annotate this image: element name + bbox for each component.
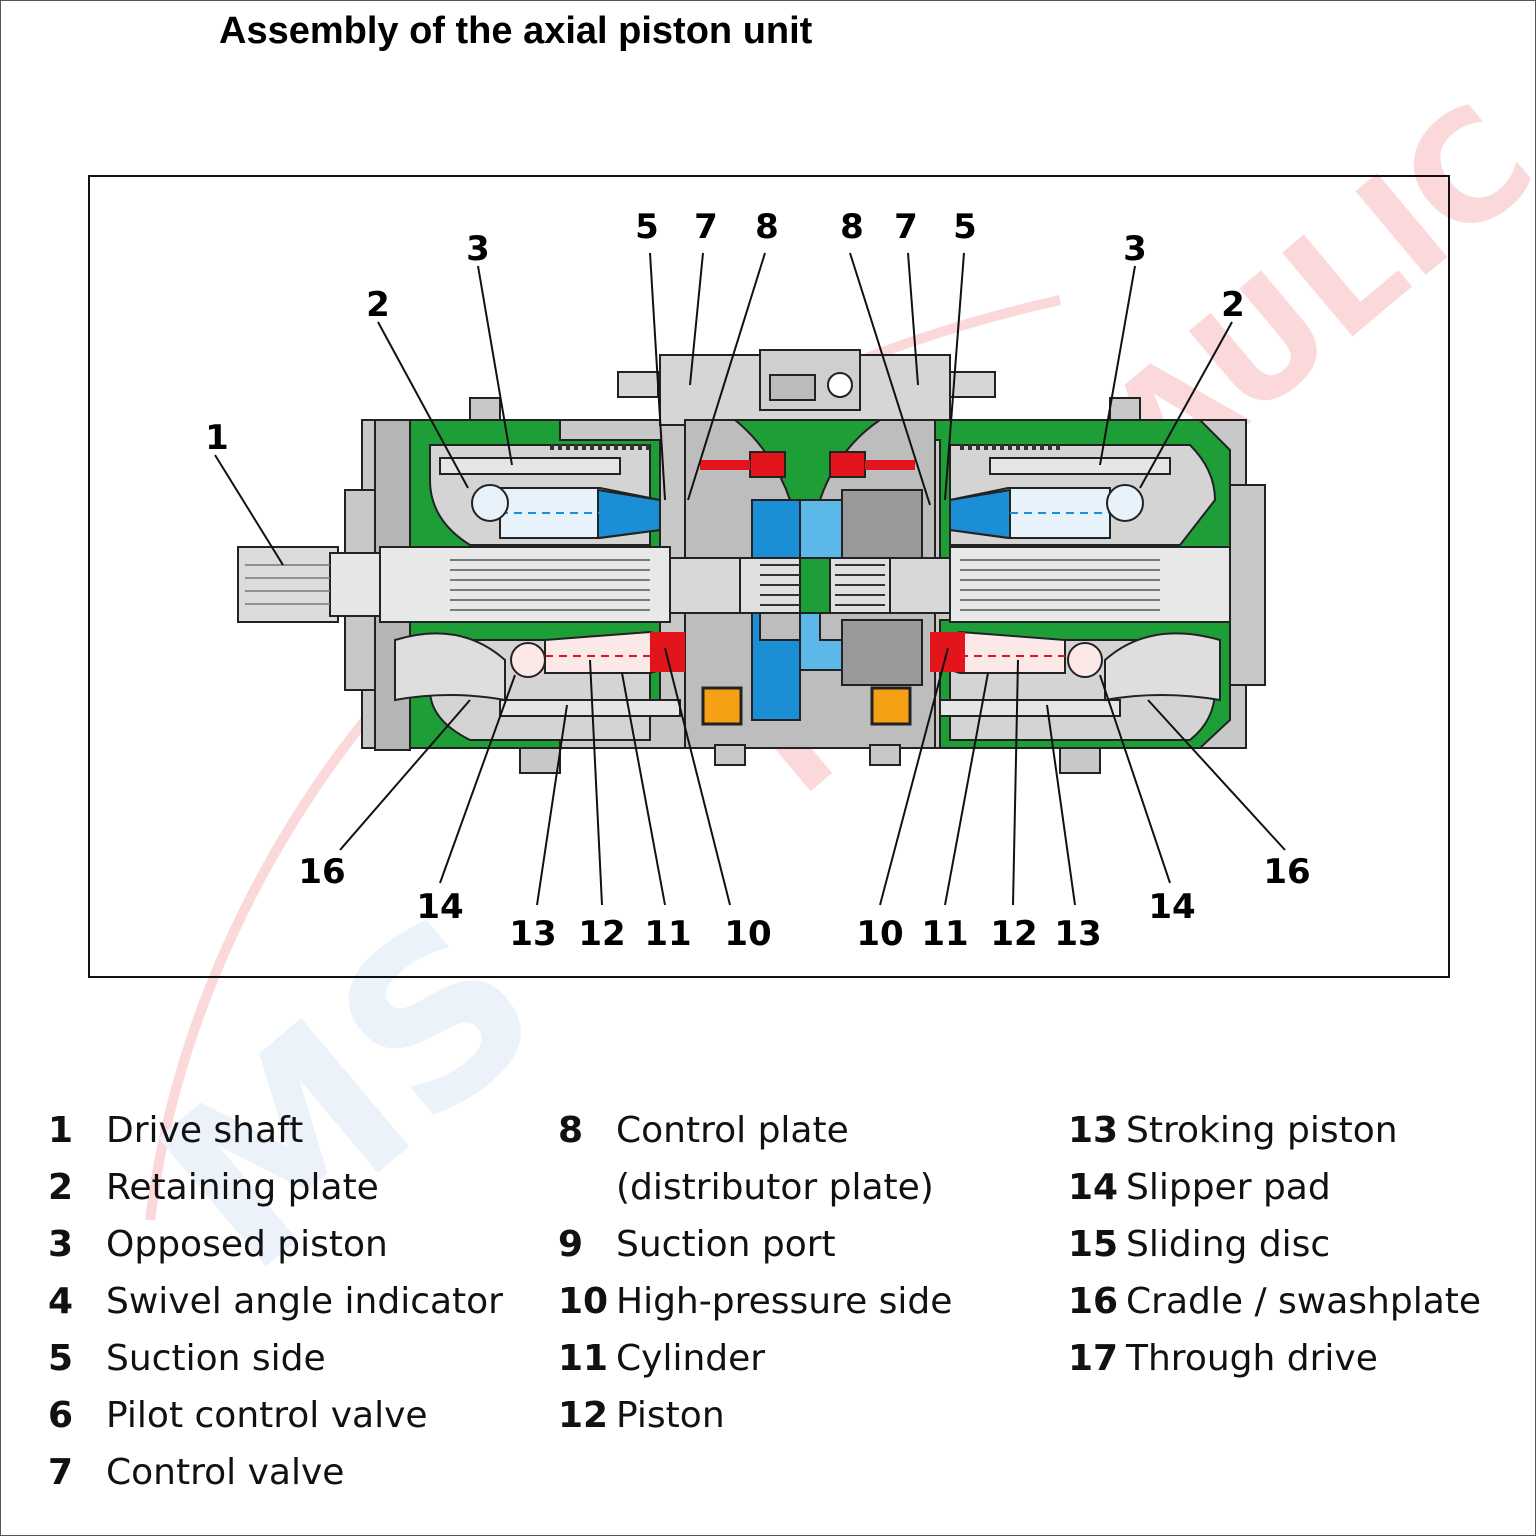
callout-5-left: 5 [635, 207, 659, 247]
legend-number: 14 [1068, 1167, 1119, 1208]
callout-13-right: 13 [1054, 914, 1101, 954]
legend-number: 9 [558, 1224, 584, 1265]
legend-number: 12 [558, 1395, 609, 1436]
callout-7-left: 7 [694, 207, 718, 247]
legend-number: 13 [1068, 1110, 1119, 1151]
legend-label: Piston [616, 1395, 725, 1436]
diagram-frame [88, 175, 1450, 978]
pump-housing [237, 349, 1266, 774]
callout-16-right: 16 [1263, 852, 1310, 892]
callout-2-left: 2 [366, 285, 390, 325]
callout-8-right: 8 [840, 207, 864, 247]
leader-lines [214, 252, 1286, 906]
legend-label: Suction side [106, 1338, 326, 1379]
callout-7-right: 7 [894, 207, 918, 247]
callout-13-left: 13 [509, 914, 556, 954]
callout-11-left: 11 [644, 914, 691, 954]
callout-10-right: 10 [856, 914, 903, 954]
legend-column-2: 8 Control plate (distributor plate) 9 Suct… [558, 1110, 1038, 1450]
legend-label: (distributor plate) [616, 1167, 934, 1208]
legend-label: Pilot control valve [106, 1395, 428, 1436]
legend-number: 11 [558, 1338, 609, 1379]
drive-shaft [237, 546, 1231, 623]
legend-number: 3 [48, 1224, 74, 1265]
legend-label: Suction port [616, 1224, 836, 1265]
callout-16-left: 16 [298, 852, 345, 892]
legend-number: 2 [48, 1167, 74, 1208]
legend-number: 17 [1068, 1338, 1119, 1379]
legend-label: Cylinder [616, 1338, 766, 1379]
legend-label: Opposed piston [106, 1224, 388, 1265]
callout-labels: 3 2 1 5 7 8 8 7 5 3 2 16 14 13 12 11 10 … [205, 207, 1311, 954]
callout-14-right: 14 [1148, 887, 1195, 927]
legend-number: 10 [558, 1281, 609, 1322]
legend-label: Stroking piston [1126, 1110, 1398, 1151]
legend-label: Retaining plate [106, 1167, 379, 1208]
legend-number: 5 [48, 1338, 74, 1379]
callout-3-left: 3 [466, 229, 490, 269]
callout-1: 1 [205, 418, 229, 458]
callout-2-right: 2 [1221, 285, 1245, 325]
legend-label: Slipper pad [1126, 1167, 1331, 1208]
legend-number: 8 [558, 1110, 584, 1151]
legend-label: Sliding disc [1126, 1224, 1331, 1265]
legend-number: 1 [48, 1110, 74, 1151]
page-title: Assembly of the axial piston unit [219, 10, 813, 52]
legend-label: Cradle / swashplate [1126, 1281, 1482, 1322]
callout-5-right: 5 [953, 207, 977, 247]
legend-number: 16 [1068, 1281, 1119, 1322]
legend-label: Control valve [106, 1452, 345, 1493]
legend-label: Drive shaft [106, 1110, 304, 1151]
callout-8-left: 8 [755, 207, 779, 247]
callout-11-right: 11 [921, 914, 968, 954]
callout-3-right: 3 [1123, 229, 1147, 269]
legend-label: High-pressure side [616, 1281, 953, 1322]
callout-14-left: 14 [416, 887, 463, 927]
legend-column-1: 1 Drive shaft 2 Retaining plate 3 Opposed p… [48, 1110, 528, 1510]
legend-number: 7 [48, 1452, 74, 1493]
legend-number: 15 [1068, 1224, 1119, 1265]
legend-label: Control plate [616, 1110, 849, 1151]
legend-number: 4 [48, 1281, 74, 1322]
legend-number: 6 [48, 1395, 74, 1436]
legend-label: Through drive [1126, 1338, 1378, 1379]
legend-label: Swivel angle indicator [106, 1281, 503, 1322]
callout-10-left: 10 [724, 914, 771, 954]
callout-12-right: 12 [990, 914, 1037, 954]
callout-12-left: 12 [578, 914, 625, 954]
